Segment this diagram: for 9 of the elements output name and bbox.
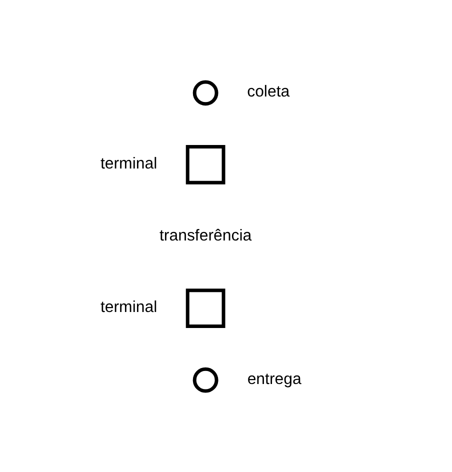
node-box (186, 144, 226, 184)
node-label: terminal (100, 155, 158, 172)
label: transferência (159, 226, 252, 244)
node-circle (192, 80, 218, 106)
node-box (186, 288, 226, 328)
node-label: coleta (247, 83, 290, 100)
node-circle (192, 366, 218, 392)
node-label: entrega (247, 370, 302, 388)
node-label: terminal (100, 298, 158, 316)
